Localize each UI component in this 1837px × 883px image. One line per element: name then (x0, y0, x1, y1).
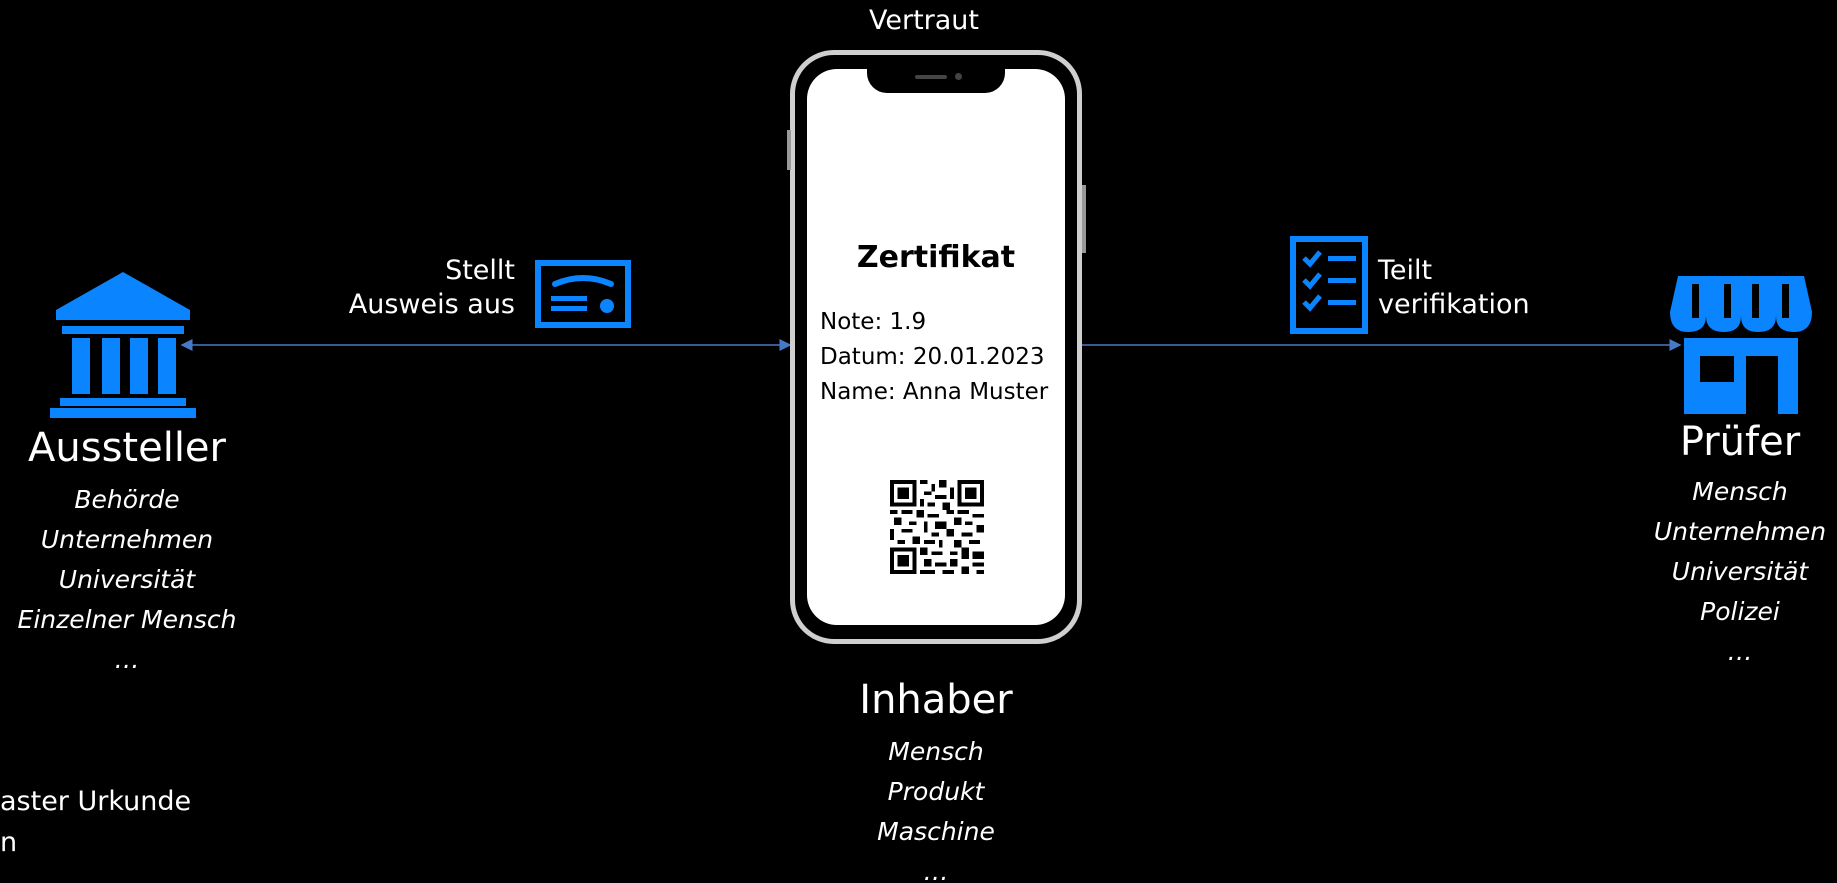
issue-action-line1: Stellt (445, 255, 515, 286)
camera (955, 73, 962, 80)
verifier-role: Polizei (1700, 597, 1780, 626)
certificate-fields: Note: 1.9 Datum: 20.01.2023 Name: Anna M… (820, 305, 1060, 410)
holder-role: Maschine (877, 817, 995, 846)
qr-code-icon (890, 480, 984, 574)
bottom-left-line2: n (0, 827, 18, 858)
holder-title: Inhaber (859, 677, 1013, 723)
certificate-title: Zertifikat (856, 240, 1016, 275)
checklist-icon (1290, 236, 1368, 334)
certificate-field: Datum: 20.01.2023 (820, 344, 1045, 370)
issue-action-line2: Ausweis aus (348, 289, 515, 320)
verifier-role-list: Mensch Unternehmen Universität Polizei … (1640, 472, 1837, 672)
phone-notch (867, 55, 1005, 93)
government-building-icon (50, 272, 196, 418)
bottom-left-line1: aster Urkunde (0, 786, 192, 817)
phone-side-button (1082, 185, 1086, 253)
verifier-role: Mensch (1692, 477, 1788, 506)
holder-role: Mensch (888, 737, 984, 766)
speaker (915, 75, 947, 79)
holder-role: Produkt (887, 777, 985, 806)
issuer-title: Aussteller (28, 425, 226, 471)
issuer-role: Behörde (74, 485, 180, 514)
phone-side-button (787, 130, 791, 170)
issuer-role: … (114, 645, 140, 674)
verifier-role: Universität (1671, 557, 1809, 586)
share-action-line2: verifikation (1378, 289, 1530, 320)
issuer-role: Universität (58, 565, 196, 594)
share-action-label: Teilt verifikation (1378, 254, 1578, 322)
verifier-role: … (1727, 637, 1753, 666)
certificate-card-icon (535, 260, 631, 328)
phone-frame (790, 50, 1082, 644)
holder-role: … (923, 857, 949, 883)
holder-role-list: Mensch Produkt Maschine … (836, 732, 1036, 883)
trust-label: Vertraut (868, 5, 980, 36)
phone-screen (807, 69, 1065, 625)
share-action-line1: Teilt (1378, 255, 1433, 286)
issue-action-label: Stellt Ausweis aus (310, 254, 515, 322)
verifier-title: Prüfer (1679, 419, 1801, 465)
issuer-role-list: Behörde Unternehmen Universität Einzelne… (0, 480, 254, 680)
issuer-role: Einzelner Mensch (17, 605, 237, 634)
storefront-icon (1670, 276, 1812, 414)
certificate-field: Name: Anna Muster (820, 379, 1049, 405)
verifier-role: Unternehmen (1653, 517, 1827, 546)
issuer-role: Unternehmen (40, 525, 214, 554)
certificate-field: Note: 1.9 (820, 309, 927, 335)
